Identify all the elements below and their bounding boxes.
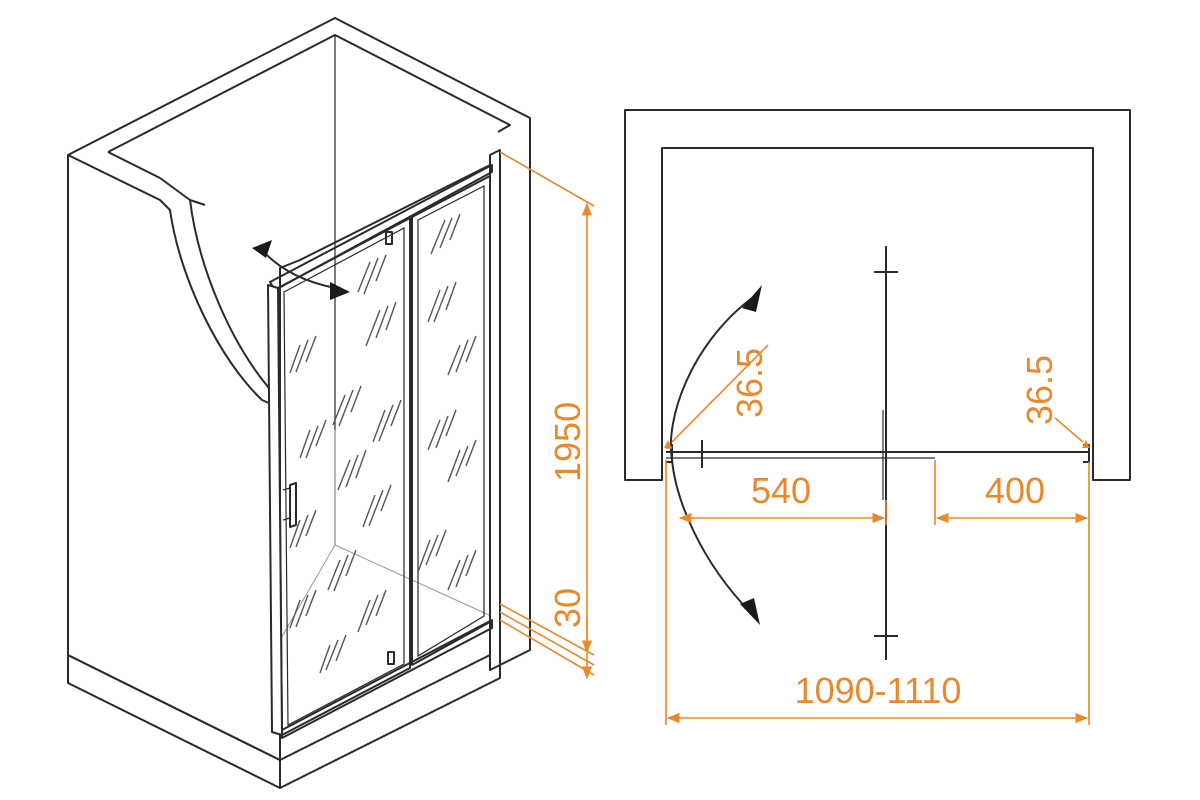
door-handle-icon[interactable] xyxy=(289,482,297,528)
dim-1950-label: 1950 xyxy=(547,402,588,482)
top-rim-left xyxy=(107,151,206,206)
isometric-view: 1950 30 xyxy=(67,17,595,789)
dim-30-ext xyxy=(499,611,595,666)
top-rim-inner xyxy=(107,34,511,153)
plan-arrow-down-icon xyxy=(740,598,760,625)
right-jamb xyxy=(489,149,501,671)
dim-540-label: 540 xyxy=(751,470,811,511)
door-glass xyxy=(283,227,405,726)
door-edge xyxy=(267,284,283,736)
glass-reflection-hatch xyxy=(289,213,477,674)
dim-30-ext-2 xyxy=(499,619,595,676)
floor-line-a xyxy=(279,544,336,641)
left-wall-section xyxy=(67,154,281,761)
wall-curve-inner xyxy=(189,199,276,396)
plan-walls xyxy=(624,109,1131,481)
dim-gap-right-label: 36.5 xyxy=(1019,355,1060,425)
plan-arrow-up-icon xyxy=(742,285,762,312)
dim-gap-right-arrow xyxy=(1082,440,1090,448)
dim-30-label: 30 xyxy=(547,588,588,628)
dim-1950-ext-bottom xyxy=(499,603,595,656)
handle-mounts xyxy=(282,487,291,521)
plan-view: 36.5 36.5 540 400 1090-1110 xyxy=(624,109,1131,725)
fixed-glass xyxy=(417,185,485,658)
plan-swing-arc xyxy=(669,297,753,613)
plinth-right xyxy=(279,649,501,789)
hinge-top-icon xyxy=(385,231,393,245)
dim-gap-left-leader xyxy=(671,344,769,443)
dim-gap-left-label: 36.5 xyxy=(729,348,770,418)
dim-gap-left-arrow xyxy=(664,440,672,448)
dim-overall-label: 1090-1110 xyxy=(795,670,962,711)
fixed-panel xyxy=(411,175,491,666)
swing-arrow-out-icon xyxy=(330,282,350,300)
swing-arc xyxy=(261,249,336,289)
dim-gap-right-leader xyxy=(1054,417,1084,443)
swing-arrow-in-icon xyxy=(252,240,272,258)
dim-400-label: 400 xyxy=(985,470,1045,511)
hinge-bottom-icon xyxy=(387,651,395,665)
dim-1950-ext-top xyxy=(499,151,595,207)
